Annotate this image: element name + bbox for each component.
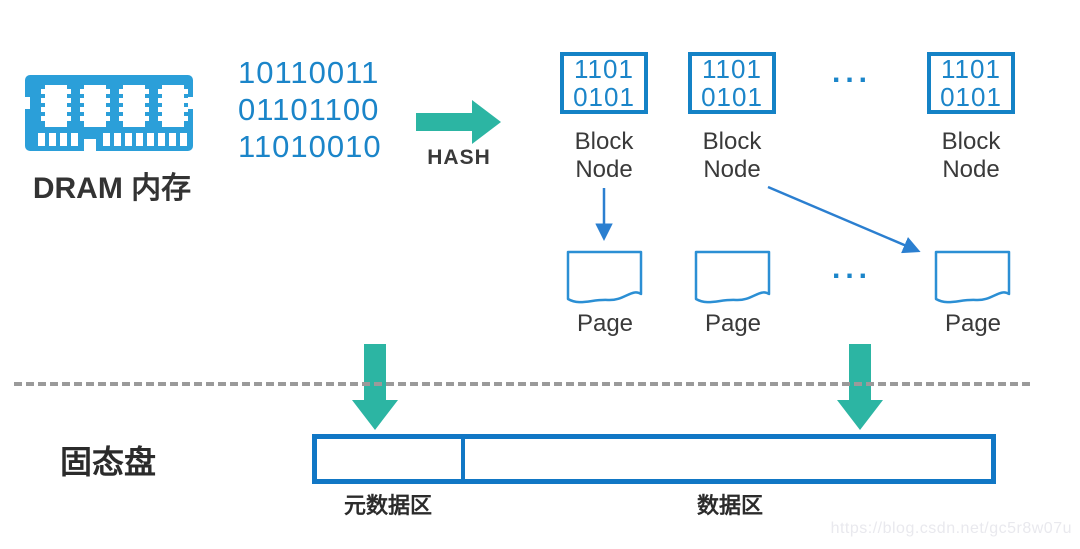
node-to-page-diagonal-arrow-icon: [767, 185, 921, 254]
flush-down-arrow-icon-right: [837, 344, 883, 430]
page-icon-2: [694, 250, 771, 304]
memory-storage-divider: [14, 382, 1030, 386]
block-node-bits-3: 1101 0101: [940, 54, 1002, 112]
block-node-box-3: 1101 0101: [927, 52, 1015, 114]
ssd-metadata-region: [317, 439, 465, 479]
watermark-url: https://blog.csdn.net/gc5r8w07u: [830, 520, 1072, 537]
data-region-label: 数据区: [696, 493, 763, 518]
block-node-label-1: Block Node: [574, 128, 634, 183]
ssd-data-region: [465, 439, 991, 479]
page-label-1: Page: [576, 310, 634, 337]
binary-line-2: 01101100: [238, 92, 380, 127]
page-icon-1: [566, 250, 643, 304]
block-node-box-1: 1101 0101: [560, 52, 648, 114]
block-node-bits-2: 1101 0101: [701, 54, 763, 112]
ram-module-icon: [25, 75, 193, 155]
block-node-label-2: Block Node: [702, 128, 762, 183]
hash-label: HASH: [427, 146, 491, 169]
ssd-layout-bar: [312, 434, 996, 484]
page-icon-3: [934, 250, 1011, 304]
page-label-3: Page: [944, 310, 1002, 337]
ssd-label: 固态盘: [60, 444, 157, 480]
dram-label: DRAM 内存: [32, 172, 192, 205]
metadata-region-label: 元数据区: [343, 493, 432, 518]
block-node-bits-1: 1101 0101: [573, 54, 635, 112]
block-node-box-2: 1101 0101: [688, 52, 776, 114]
binary-line-3: 11010010: [238, 129, 382, 164]
page-ellipsis: ...: [832, 252, 873, 285]
block-node-label-3: Block Node: [941, 128, 1001, 183]
block-node-ellipsis: ...: [832, 56, 873, 89]
hash-arrow-icon: [416, 100, 501, 144]
flush-down-arrow-icon-left: [352, 344, 398, 430]
page-label-2: Page: [704, 310, 762, 337]
node-to-page-arrow-icon: [595, 188, 613, 241]
binary-data: 10110011 01101100 11010010: [238, 54, 382, 165]
binary-line-1: 10110011: [238, 55, 380, 90]
